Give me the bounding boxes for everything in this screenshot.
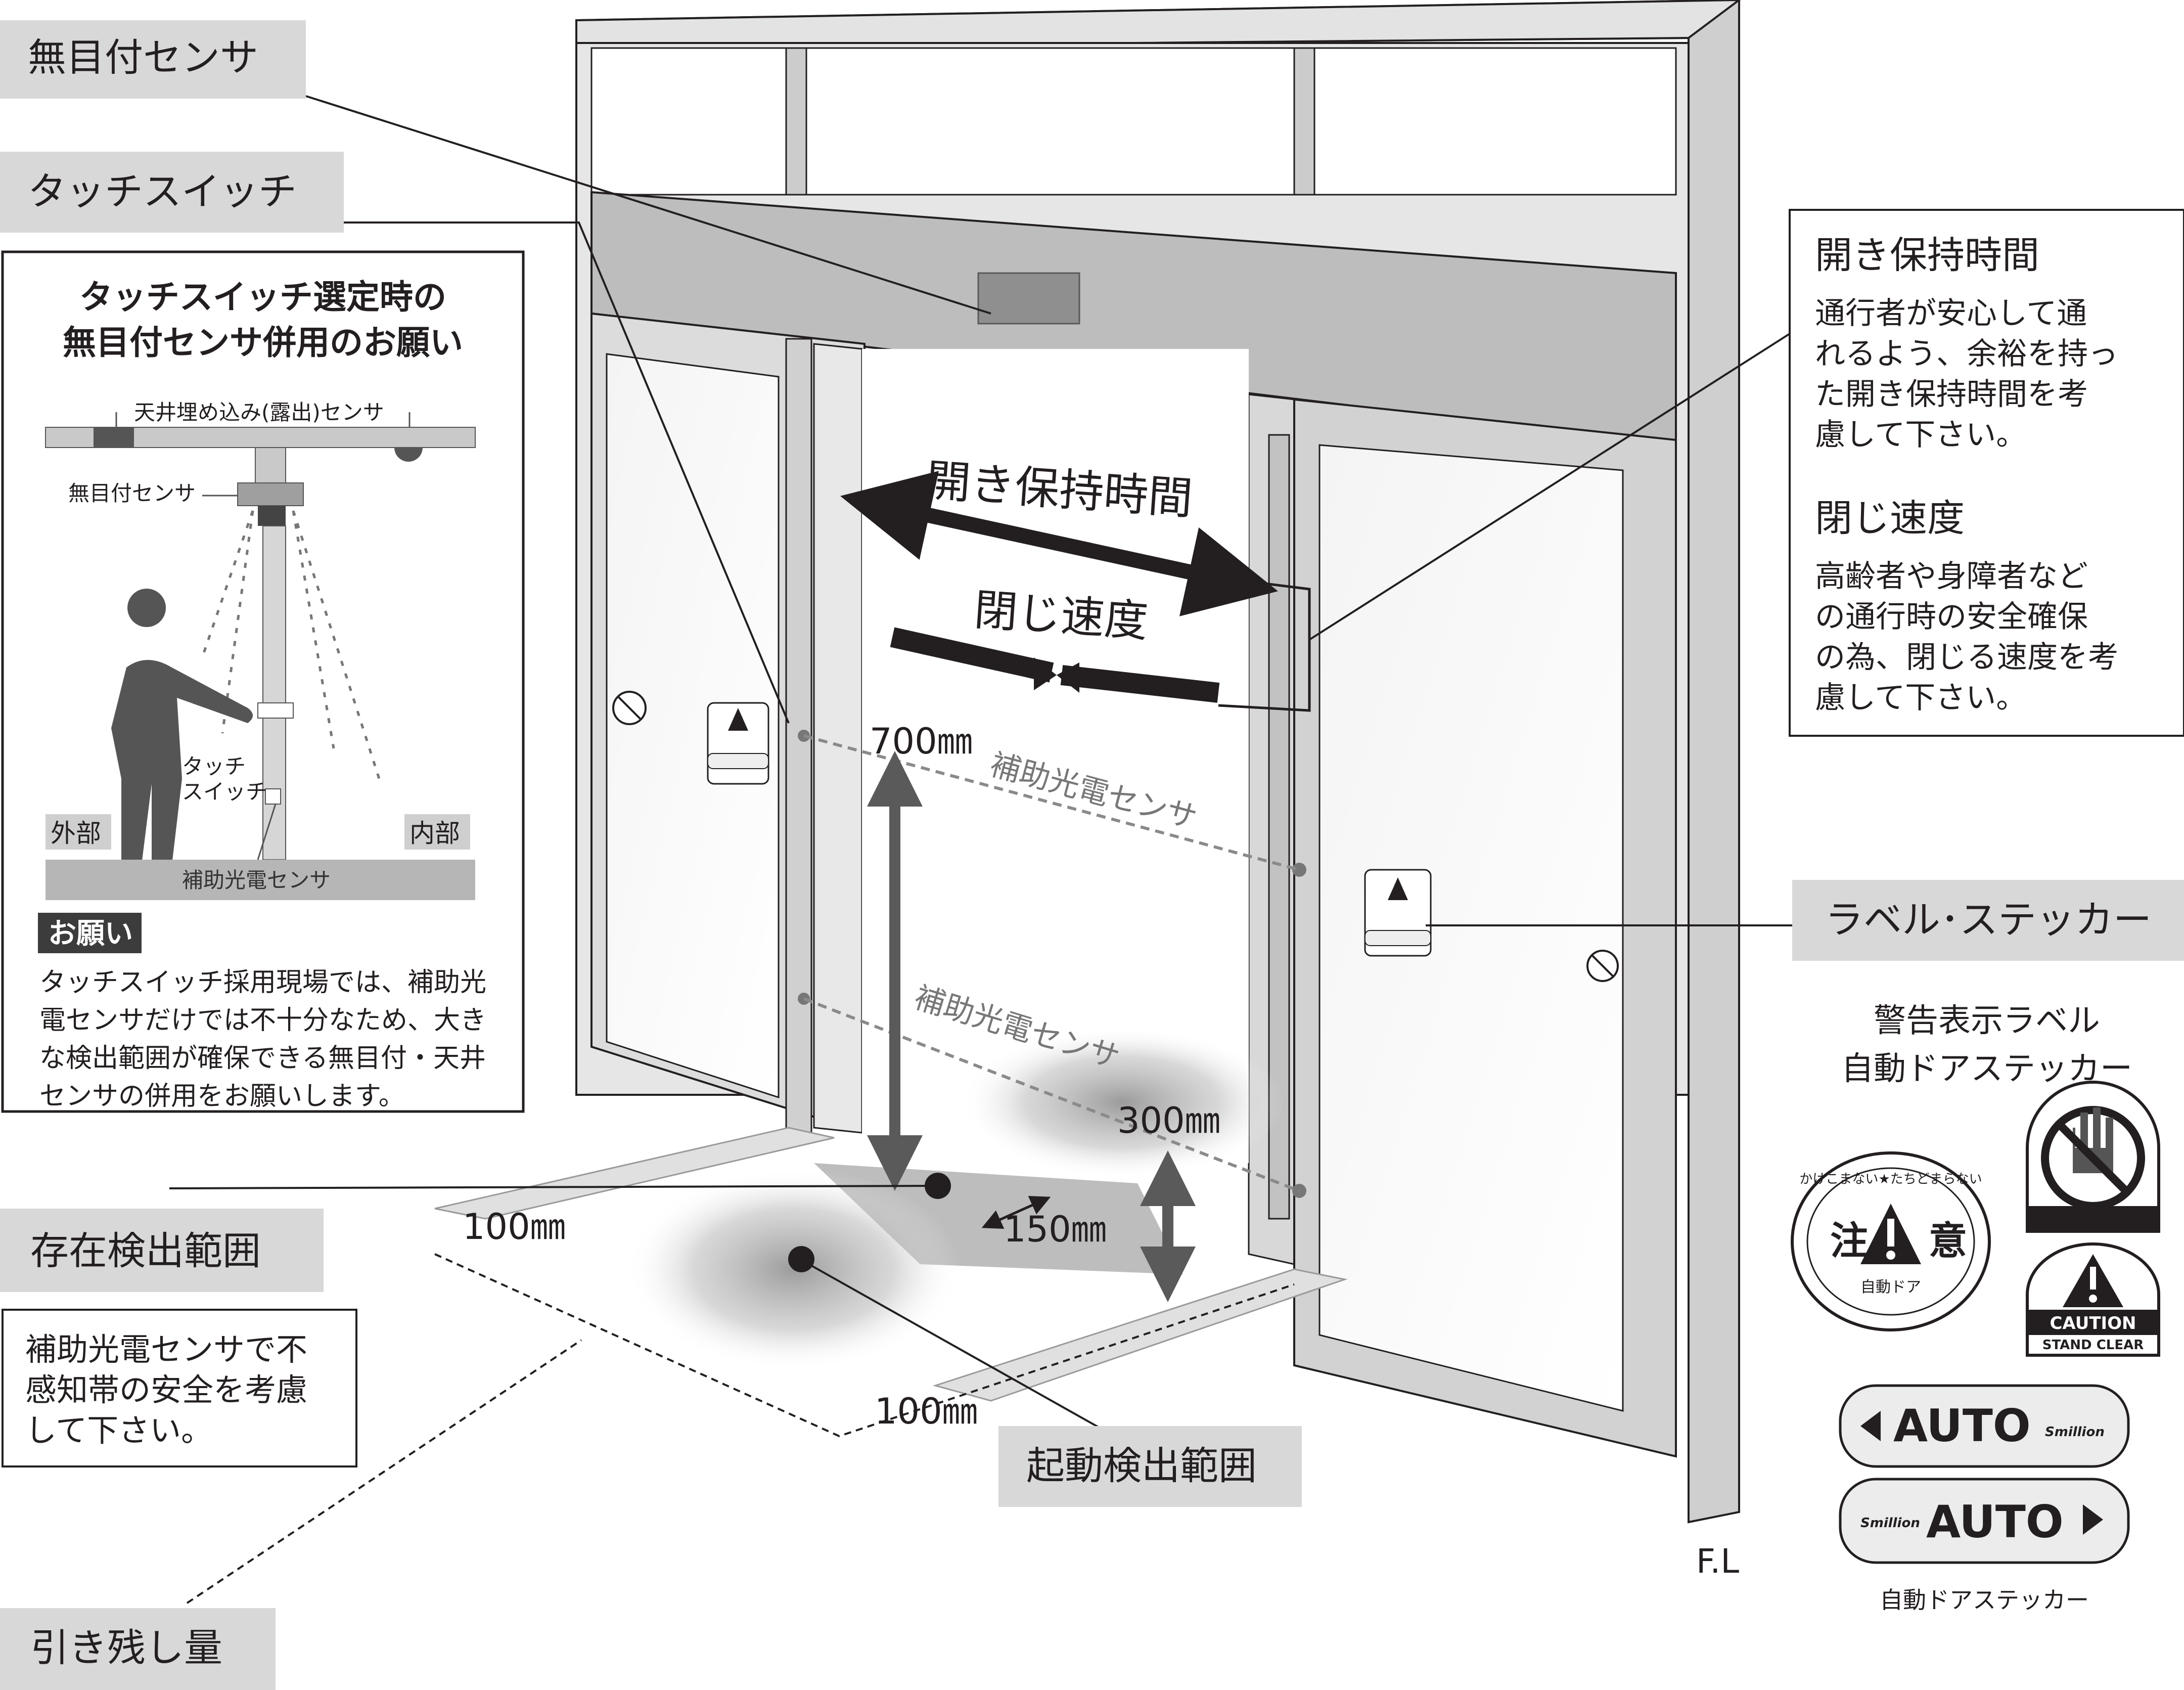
info-inside: 内部 — [410, 819, 460, 848]
auto-label-right: AUTO — [1926, 1496, 2064, 1548]
callout-activation-text: 起動検出範囲 — [1026, 1443, 1257, 1488]
dim-300: 300㎜ — [1117, 1100, 1220, 1141]
callout-presence: 存在検出範囲 — [0, 1209, 324, 1292]
hand-icon — [2073, 1107, 2113, 1173]
auto-sticker-right: Smillion AUTO — [1839, 1478, 2130, 1564]
arrow-left-icon — [1860, 1411, 1881, 1441]
info-request-line-1: タッチスイッチ採用現場では、補助光 — [39, 967, 486, 998]
callout-touchswitch-text: タッチスイッチ — [28, 169, 297, 214]
callout-presence-text: 存在検出範囲 — [30, 1228, 261, 1273]
caution-left-char: 注 — [1830, 1218, 1869, 1263]
nome-sensor-unit — [977, 272, 1080, 325]
presence-zone-blob — [961, 1027, 1284, 1178]
aux-beam-upper — [803, 734, 1300, 871]
arrow-right-icon — [2083, 1504, 2103, 1535]
info-ceiling-sensor: 天井埋め込み(露出)センサ — [134, 400, 384, 425]
presence-note-line-3: して下さい。 — [25, 1412, 212, 1449]
door-timing-panel: 開き保持時間 通行者が安心して通 れるよう、余裕を持っ た開き保持時間を考 慮し… — [1789, 209, 2184, 737]
dim-700: 700㎜ — [870, 721, 973, 762]
brand-left: Smillion — [2045, 1425, 2105, 1440]
info-request-badge: お願い — [48, 917, 133, 950]
sticker-footer: 自動ドアステッカー — [1880, 1586, 2089, 1614]
dim-150: 150㎜ — [1004, 1209, 1107, 1250]
floor-line-label: F.L — [1696, 1542, 1739, 1581]
hold-line-1: 通行者が安心して通 — [1815, 296, 2087, 331]
callout-nomesensor-text: 無目付センサ — [28, 35, 258, 80]
close-title: 閉じ速度 — [1815, 497, 1965, 540]
caution-sub: 自動ドア — [1860, 1278, 1921, 1296]
door-sticker-left — [612, 691, 769, 785]
info-aux-sensor: 補助光電センサ — [182, 868, 331, 893]
stand-clear-label: STAND CLEAR — [2042, 1338, 2144, 1353]
close-line-3: の為、閉じる速度を考 — [1815, 640, 2118, 675]
dimension-arrows — [840, 471, 1311, 1302]
info-touch-switch-l1: タッチ — [182, 754, 246, 779]
hold-line-3: た開き保持時間を考 — [1815, 377, 2088, 412]
info-title-line2: 無目付センサ併用のお願い — [63, 323, 463, 362]
sticker-samples: 警告表示ラベル 自動ドアステッカー かけこまない★たちどまらない 注 意 自動ド… — [1791, 1002, 2160, 1614]
stand-clear-sticker: CAUTION STAND CLEAR — [2026, 1242, 2160, 1357]
door-sticker-right — [1364, 869, 1619, 982]
hold-line-4: 慮して下さい。 — [1815, 417, 2026, 453]
info-request-line-3: な検出範囲が確保できる無目付・天井 — [39, 1043, 486, 1074]
caution-label: CAUTION — [2050, 1313, 2136, 1333]
dim-100-bottom: 100㎜ — [875, 1391, 978, 1432]
close-speed-label: 閉じ速度 — [973, 585, 1150, 647]
sensor-zones — [434, 734, 1300, 1438]
close-line-4: 慮して下さい。 — [1815, 680, 2026, 716]
caution-oval-sticker: かけこまない★たちどまらない 注 意 自動ドア — [1791, 1151, 1991, 1331]
caution-ring-text: かけこまない★たちどまらない — [1799, 1172, 1982, 1187]
info-title-line1: タッチスイッチ選定時の — [79, 278, 446, 317]
presence-note-line-1: 補助光電センサで不 — [25, 1331, 307, 1368]
info-request-line-2: 電センサだけでは不十分なため、大き — [39, 1005, 486, 1036]
touchswitch-info-box: タッチスイッチ選定時の 無目付センサ併用のお願い 天井埋め込み(露出)センサ 無… — [1, 250, 525, 1113]
callout-label-sticker: ラベル･ステッカー — [1792, 880, 2184, 961]
callout-leftover: 引き残し量 — [0, 1608, 276, 1690]
door-frame — [434, 0, 1741, 1524]
dim-100-top: 100㎜ — [463, 1206, 566, 1248]
leader-lines — [169, 95, 1792, 1604]
aux-beam-lower — [803, 997, 1300, 1192]
callout-leftover-text: 引き残し量 — [30, 1625, 222, 1670]
info-nome-sensor: 無目付センサ — [68, 481, 196, 506]
hold-title: 開き保持時間 — [1815, 234, 2039, 277]
no-hand-sticker — [2026, 1081, 2160, 1233]
person-silhouette-icon — [111, 589, 253, 865]
callout-label-sticker-text: ラベル･ステッカー — [1825, 897, 2152, 942]
info-touch-switch-l2: スイッチ — [182, 779, 267, 804]
caution-right-char: 意 — [1929, 1218, 1967, 1263]
info-outside: 外部 — [51, 819, 101, 848]
auto-label-left: AUTO — [1893, 1400, 2031, 1452]
info-request-line-4: センサの併用をお願いします。 — [39, 1081, 405, 1111]
presence-note-box: 補助光電センサで不 感知帯の安全を考慮 して下さい。 — [2, 1309, 357, 1467]
callout-touchswitch: タッチスイッチ — [0, 152, 344, 233]
sticker-heading-line1: 警告表示ラベル — [1874, 1002, 2100, 1040]
leftover-outline — [434, 1253, 1295, 1438]
auto-sticker-left: AUTO Smillion — [1839, 1384, 2130, 1468]
callout-activation: 起動検出範囲 — [998, 1426, 1302, 1507]
hold-line-2: れるよう、余裕を持っ — [1815, 336, 2118, 372]
brand-right: Smillion — [1860, 1516, 1920, 1531]
callout-nomesensor: 無目付センサ — [0, 20, 306, 99]
presence-note-line-2: 感知帯の安全を考慮 — [25, 1371, 307, 1408]
close-line-1: 高齢者や身障者など — [1815, 559, 2088, 594]
close-line-2: の通行時の安全確保 — [1815, 599, 2088, 635]
